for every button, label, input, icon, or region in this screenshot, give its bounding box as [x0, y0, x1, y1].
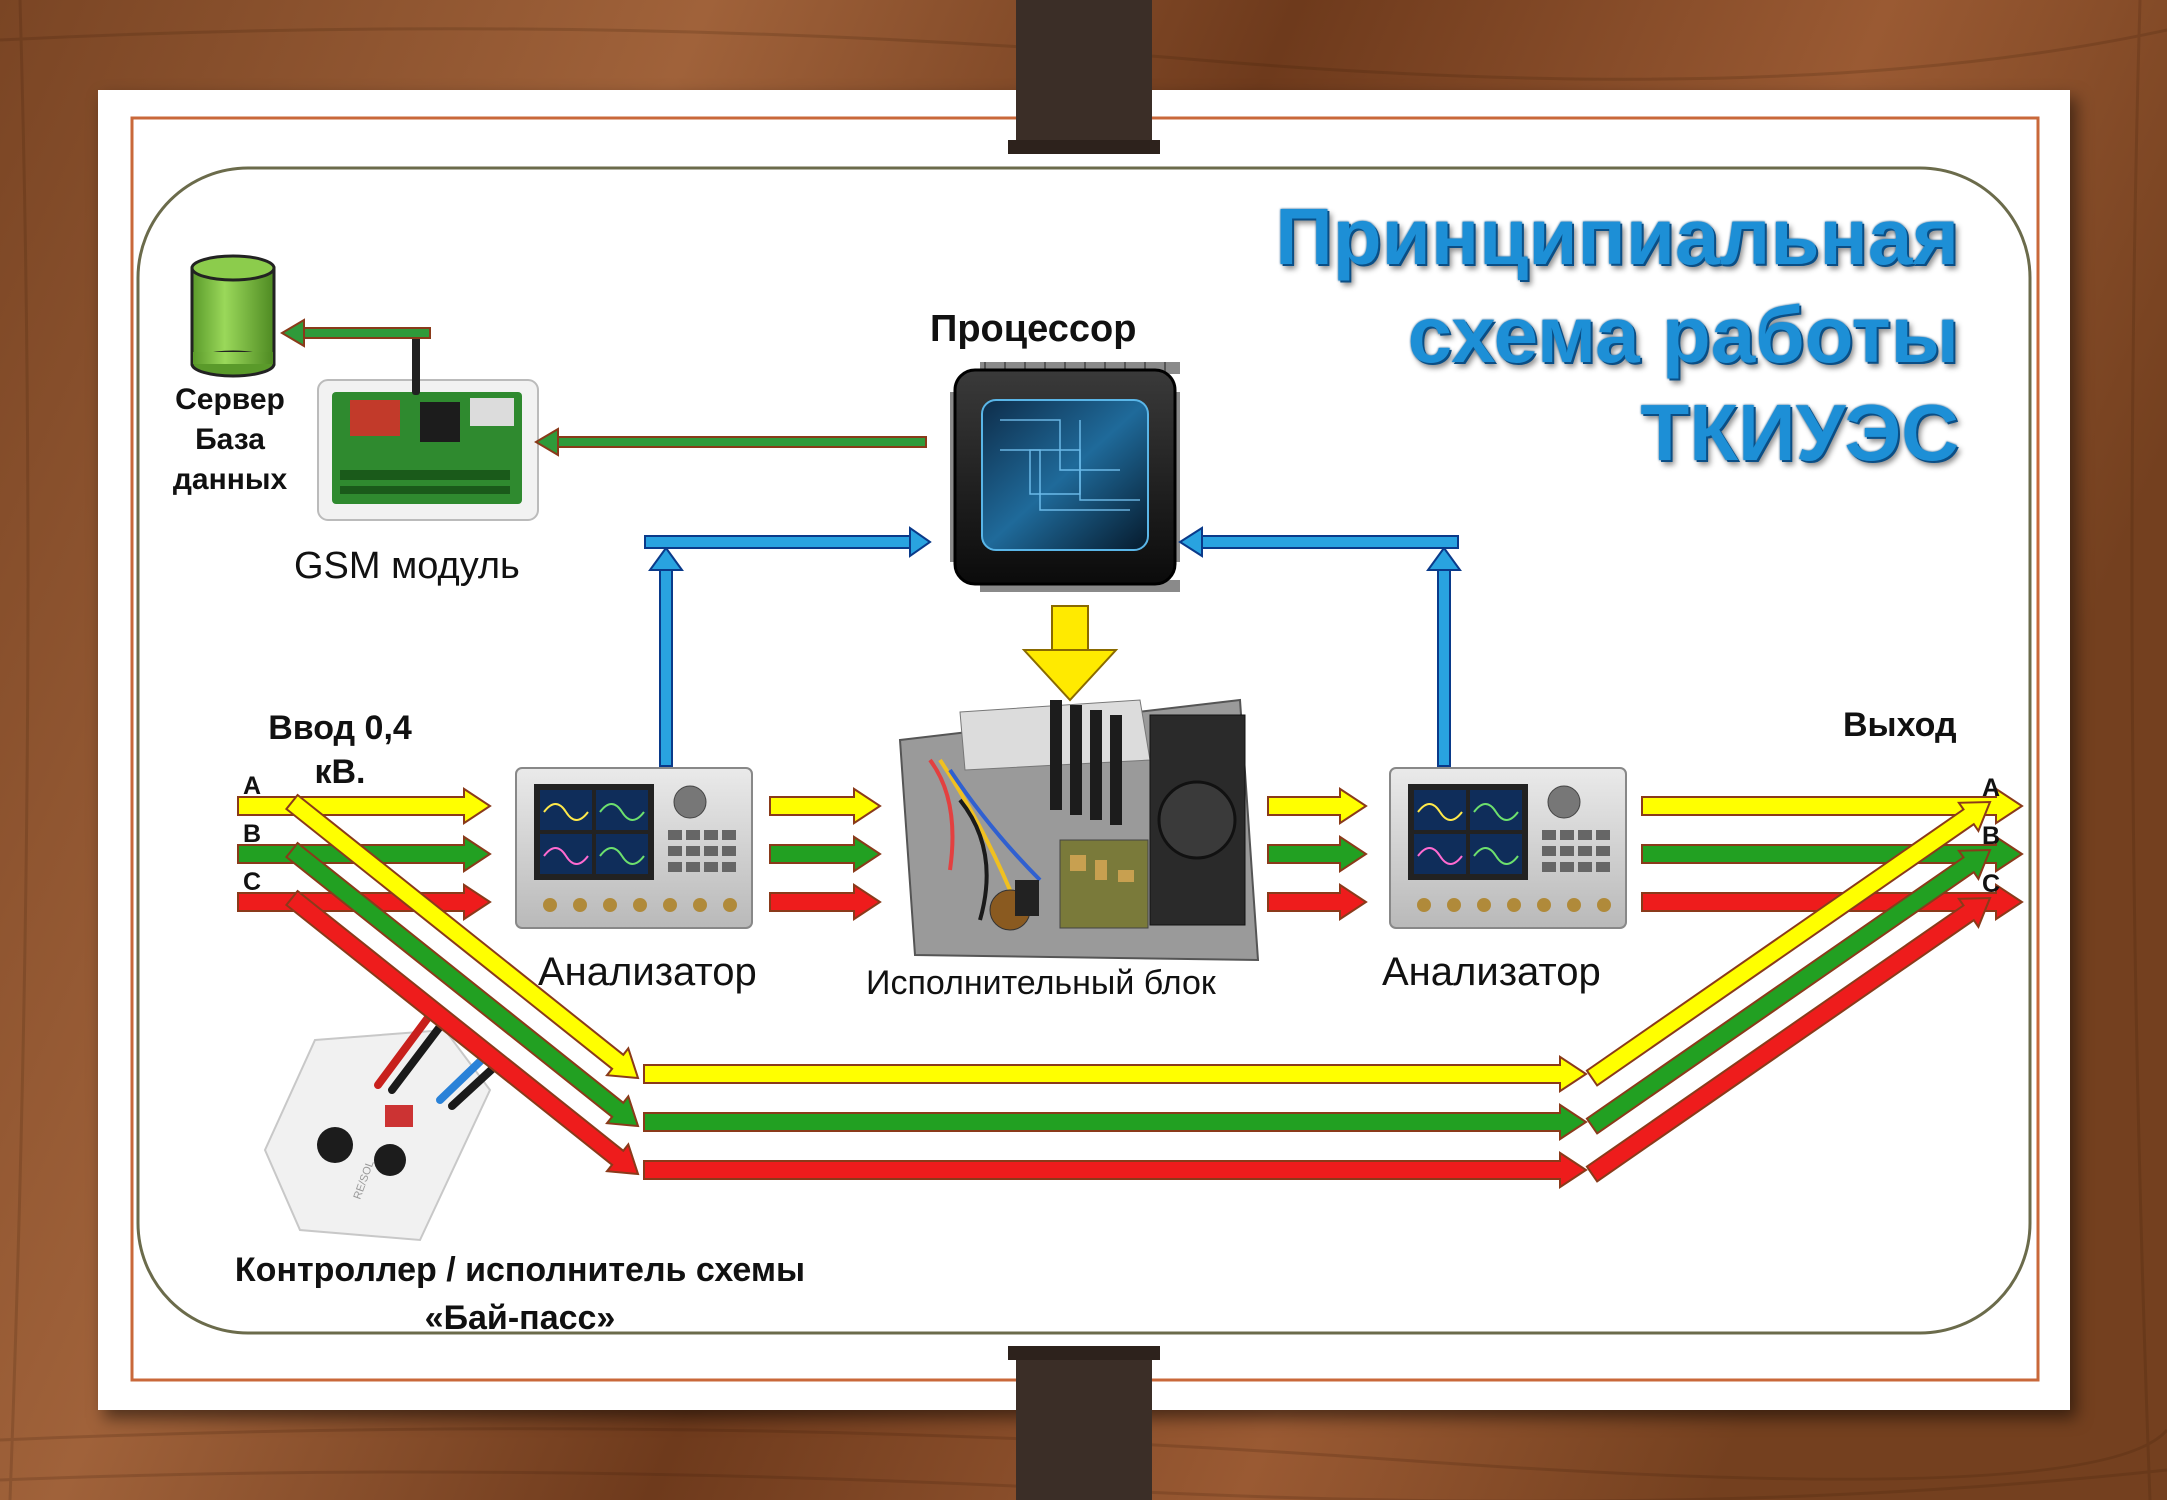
phase-a-to-executive-arrow: [769, 787, 882, 825]
phase-a-bypass-down-arrow: [284, 793, 640, 1080]
phase-c-to-right-analyzer-arrow: [1267, 883, 1368, 921]
title-line-1: Принципиальная: [1275, 192, 1959, 281]
bypass-label-line-1: Контроллер / исполнитель схемы: [234, 1251, 806, 1289]
server-label-line-1: Сервер: [175, 383, 285, 416]
bypass-controller-label: Контроллер / исполнитель схемы «Бай-пасс…: [180, 1246, 860, 1342]
phase-a-bypass-line-arrow: [643, 1055, 1588, 1093]
right-analyzer-image: [1389, 767, 1627, 929]
arrow-processor-to-executive-block: [1021, 605, 1119, 702]
gsm-module-label: GSM модуль: [294, 545, 520, 587]
arrow-processor-to-gsm: [534, 427, 927, 457]
bypass-label-line-2: «Бай-пасс»: [424, 1299, 616, 1337]
executive-block-image: [898, 698, 1260, 962]
phase-a-to-right-analyzer-arrow: [1267, 787, 1368, 825]
phase-b-to-executive-arrow: [769, 835, 882, 873]
phase-b-to-right-analyzer-arrow: [1267, 835, 1368, 873]
executive-block-label: Исполнительный блок: [866, 964, 1216, 1002]
bypass-controller-image: RE/SOL: [263, 1011, 506, 1242]
phase-b-bypass-down-arrow: [284, 841, 640, 1128]
output-label: Выход: [1843, 706, 1957, 744]
arrow-right-analyzer-to-processor: [1178, 526, 1462, 767]
output-phase-a: A: [1982, 774, 2001, 802]
phase-a-bypass-up-arrow: [1585, 800, 1992, 1087]
phase-b-bypass-up-arrow: [1585, 848, 1992, 1135]
rounded-frame: [136, 166, 2032, 1335]
phase-c-to-executive-arrow: [769, 883, 882, 921]
left-analyzer-image: [515, 767, 753, 929]
output-phase-b: B: [1982, 822, 2001, 850]
input-phase-b: B: [243, 820, 262, 848]
database-icon: [190, 254, 276, 378]
input-phase-a: A: [243, 772, 262, 800]
phase-lines: [237, 787, 2024, 1189]
input-phase-c: C: [243, 868, 262, 896]
processor-chip-image: [950, 362, 1180, 592]
output-phase-c: C: [1982, 870, 2001, 898]
strap-bottom: [1016, 1352, 1152, 1500]
diagram-title: Принципиальная схема работы ТКИУЭС: [1275, 188, 1959, 482]
phase-c-bypass-up-arrow: [1585, 896, 1992, 1183]
analyzer-left-label: Анализатор: [538, 950, 757, 994]
strap-top: [1016, 0, 1152, 152]
title-line-2: схема работы: [1407, 290, 1959, 379]
server-label-line-3: данных: [172, 463, 288, 496]
processor-label: Процессор: [930, 308, 1137, 350]
server-label-line-2: База: [195, 423, 265, 456]
title-line-3: ТКИУЭС: [1640, 388, 1959, 477]
gsm-module-image: [317, 335, 539, 521]
phase-c-bypass-line-arrow: [643, 1151, 1588, 1189]
input-label-line-1: Ввод 0,4: [268, 709, 412, 747]
arrow-left-analyzer-to-processor: [644, 526, 932, 767]
server-label: Сервер База данных: [160, 380, 300, 500]
arrow-gsm-to-server: [280, 318, 431, 348]
analyzer-right-label: Анализатор: [1382, 950, 1601, 994]
phase-b-bypass-line-arrow: [643, 1103, 1588, 1141]
input-label: Ввод 0,4 кВ.: [245, 706, 435, 794]
phase-a-output-arrow: [1641, 787, 2024, 825]
input-label-line-2: кВ.: [314, 753, 366, 791]
phase-c-bypass-down-arrow: [284, 889, 640, 1176]
